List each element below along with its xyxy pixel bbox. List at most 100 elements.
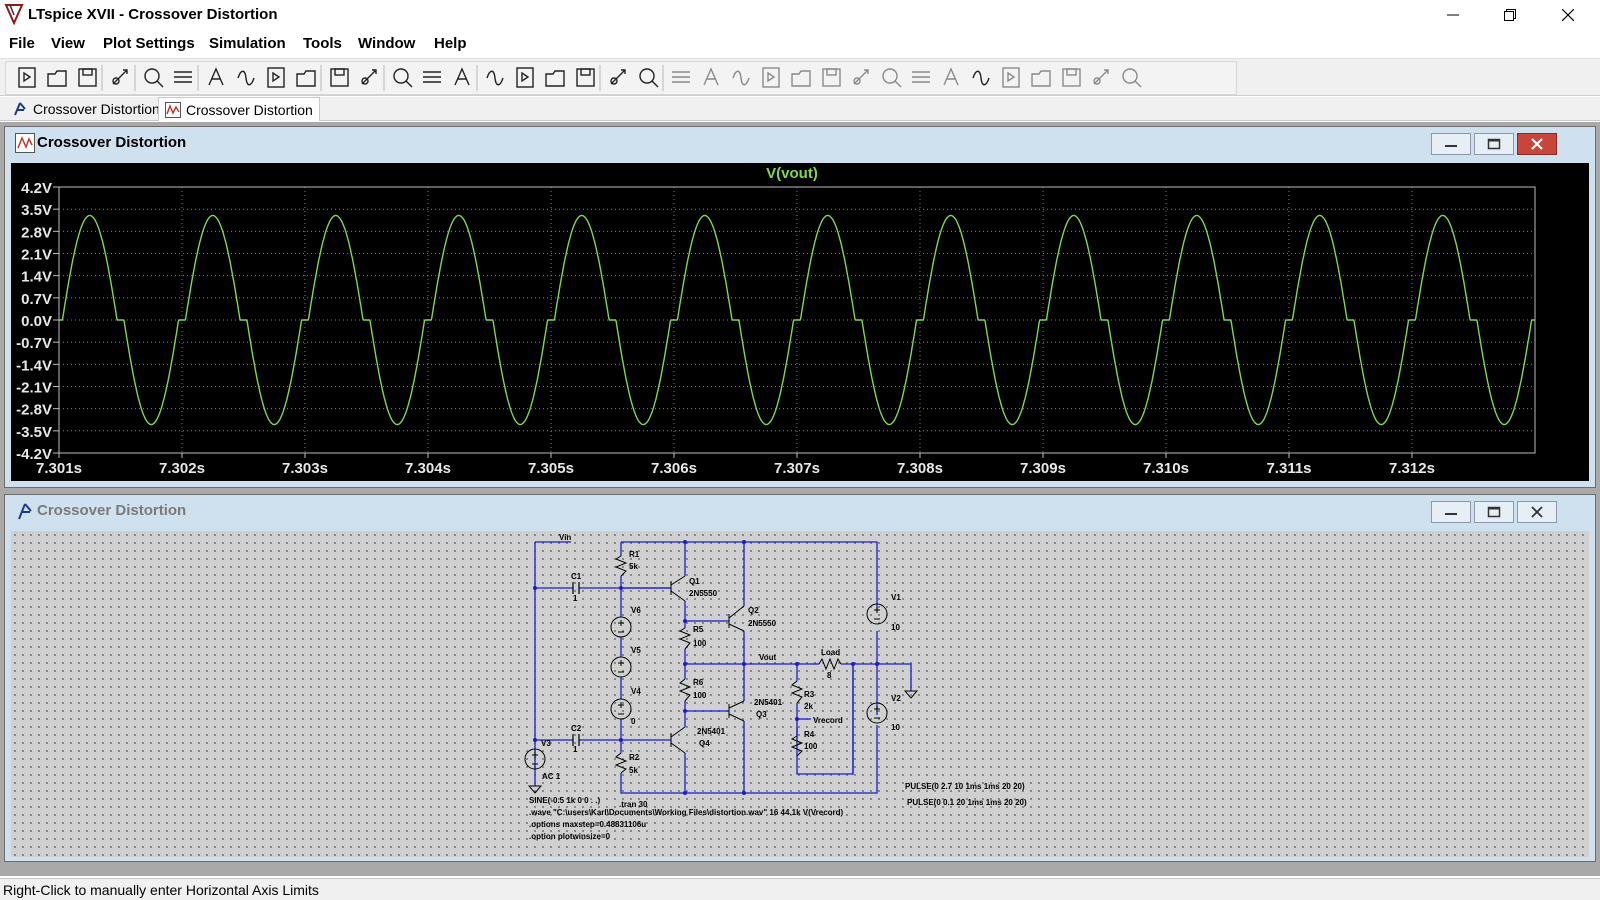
tile-horizontal-icon[interactable]: [393, 68, 413, 88]
ref-q3: Q3: [756, 710, 767, 719]
waveform-maximize-button[interactable]: [1474, 133, 1514, 155]
print-preview-icon[interactable]: [639, 68, 659, 88]
schematic-minimize-button[interactable]: [1431, 501, 1471, 523]
rotate-icon[interactable]: [1031, 70, 1051, 87]
val-r5: 100: [693, 639, 707, 648]
y-tick-label: 0.7V: [21, 291, 52, 308]
autorange-icon[interactable]: [330, 68, 349, 87]
x-tick-label: 7.301s: [36, 460, 82, 477]
halt-icon[interactable]: [174, 71, 192, 83]
spice-directive-icon[interactable]: [1122, 68, 1142, 88]
menu-view[interactable]: View: [51, 35, 85, 52]
move-icon[interactable]: [912, 71, 930, 83]
ref-r1: R1: [629, 550, 640, 559]
run-icon[interactable]: [144, 68, 164, 88]
schematic-window-title: Crossover Distortion: [37, 502, 187, 519]
close-icon: [1562, 9, 1574, 21]
print-icon[interactable]: [610, 69, 626, 85]
drag-icon[interactable]: [943, 67, 959, 86]
directive-maxstep[interactable]: .options maxstep=0.48831106u: [529, 820, 646, 829]
x-tick-label: 7.312s: [1389, 460, 1435, 477]
copy-icon[interactable]: [516, 67, 534, 88]
capacitor-icon[interactable]: [791, 70, 811, 87]
y-tick-label: -4.2V: [16, 446, 52, 463]
redo-icon[interactable]: [1002, 67, 1020, 88]
tab-waveform[interactable]: Crossover Distortion: [158, 97, 320, 121]
zoom-in-icon[interactable]: [208, 67, 224, 86]
ref-c1: C1: [571, 572, 582, 581]
tab-waveform-label: Crossover Distortion: [186, 101, 313, 118]
mirror-icon[interactable]: [1062, 68, 1081, 87]
minimize-icon: [1445, 145, 1457, 147]
menu-tools[interactable]: Tools: [303, 35, 342, 52]
cascade-icon[interactable]: [423, 71, 441, 83]
draw-wire-icon[interactable]: [672, 71, 690, 83]
schematic-window-titlebar[interactable]: Crossover Distortion: [5, 495, 1595, 525]
ground-icon[interactable]: [703, 67, 719, 86]
x-tick-label: 7.304s: [405, 460, 451, 477]
waveform-window-titlebar[interactable]: Crossover Distortion: [5, 127, 1595, 157]
menu-simulation[interactable]: Simulation: [209, 35, 286, 52]
tile-vertical-icon[interactable]: [454, 67, 470, 86]
schematic-capacitors: [572, 582, 580, 746]
close-button[interactable]: [1545, 0, 1591, 30]
schematic-maximize-button[interactable]: [1474, 501, 1514, 523]
save-icon[interactable]: [78, 68, 97, 87]
text-icon[interactable]: [1093, 69, 1109, 85]
toolbar: [0, 58, 1600, 96]
zoom-pan-icon[interactable]: [237, 70, 255, 86]
paste-icon[interactable]: [545, 70, 565, 87]
cut-icon[interactable]: [486, 70, 504, 86]
menu-help[interactable]: Help: [434, 35, 467, 52]
directive-sine[interactable]: SINE(-0.5 1k 0 0 . .): [529, 796, 600, 805]
ref-v3: V3: [541, 739, 551, 748]
ref-r3: R3: [804, 690, 815, 699]
label-net-icon[interactable]: [732, 70, 750, 86]
tab-schematic[interactable]: Crossover Distortion: [6, 97, 166, 121]
directive-tran[interactable]: .tran 30: [619, 800, 648, 809]
diode-icon[interactable]: [853, 69, 869, 85]
open-icon[interactable]: [47, 70, 67, 87]
ref-v1: V1: [891, 593, 901, 602]
control-panel-icon[interactable]: [112, 69, 128, 85]
waveform-chart[interactable]: V(vout) 4.2V3.5V2.8V2.1V1.4V0.7V0.0V-0.7…: [11, 163, 1589, 481]
mark-unused-icon[interactable]: [361, 69, 377, 85]
ref-v6: V6: [631, 606, 641, 615]
x-tick-label: 7.306s: [651, 460, 697, 477]
waveform-close-button[interactable]: [1517, 133, 1557, 155]
schematic-canvas[interactable]: Vin Vout Vrecord R1 5k R2 5k R3 2k R4 10…: [11, 531, 1589, 857]
schematic-window-icon: [18, 503, 32, 520]
directive-wave[interactable]: .wave "C:\users\Karl\Documents\Working F…: [529, 808, 844, 817]
directive-pulse-v1[interactable]: PULSE(0 2.7 10 1ms 1ms 20 20): [905, 782, 1025, 791]
find-icon[interactable]: [576, 68, 595, 87]
component-icon[interactable]: [882, 68, 902, 88]
waveform-minimize-button[interactable]: [1431, 133, 1471, 155]
directive-pulse-v2[interactable]: PULSE(0 0.1 20 1ms 1ms 20 20): [907, 798, 1027, 807]
zoom-out-icon[interactable]: [267, 67, 285, 88]
menu-window[interactable]: Window: [358, 35, 416, 52]
zoom-fit-icon[interactable]: [296, 70, 316, 87]
y-tick-label: -1.4V: [16, 357, 52, 374]
status-bar: Right-Click to manually enter Horizontal…: [0, 878, 1600, 900]
resistor-icon[interactable]: [762, 67, 780, 88]
directive-plotwinsize[interactable]: .option plotwinsize=0: [529, 832, 611, 841]
menu-file[interactable]: File: [9, 35, 35, 52]
close-icon: [1531, 138, 1543, 150]
schematic-drawing[interactable]: Vin Vout Vrecord R1 5k R2 5k R3 2k R4 10…: [11, 531, 1589, 857]
minimize-icon: [1445, 513, 1457, 515]
val-v4: 0: [631, 717, 636, 726]
schematic-close-button[interactable]: [1517, 501, 1557, 523]
x-tick-label: 7.311s: [1266, 460, 1311, 477]
ltspice-app-icon: [4, 4, 24, 25]
inductor-icon[interactable]: [822, 68, 841, 87]
menu-plot-settings[interactable]: Plot Settings: [103, 35, 195, 52]
undo-icon[interactable]: [972, 70, 990, 86]
val-v3: AC 1: [542, 772, 561, 781]
restore-button[interactable]: [1487, 0, 1533, 30]
ref-v5: V5: [631, 646, 641, 655]
minimize-button[interactable]: [1430, 0, 1476, 30]
new-schematic-icon[interactable]: [18, 67, 36, 88]
